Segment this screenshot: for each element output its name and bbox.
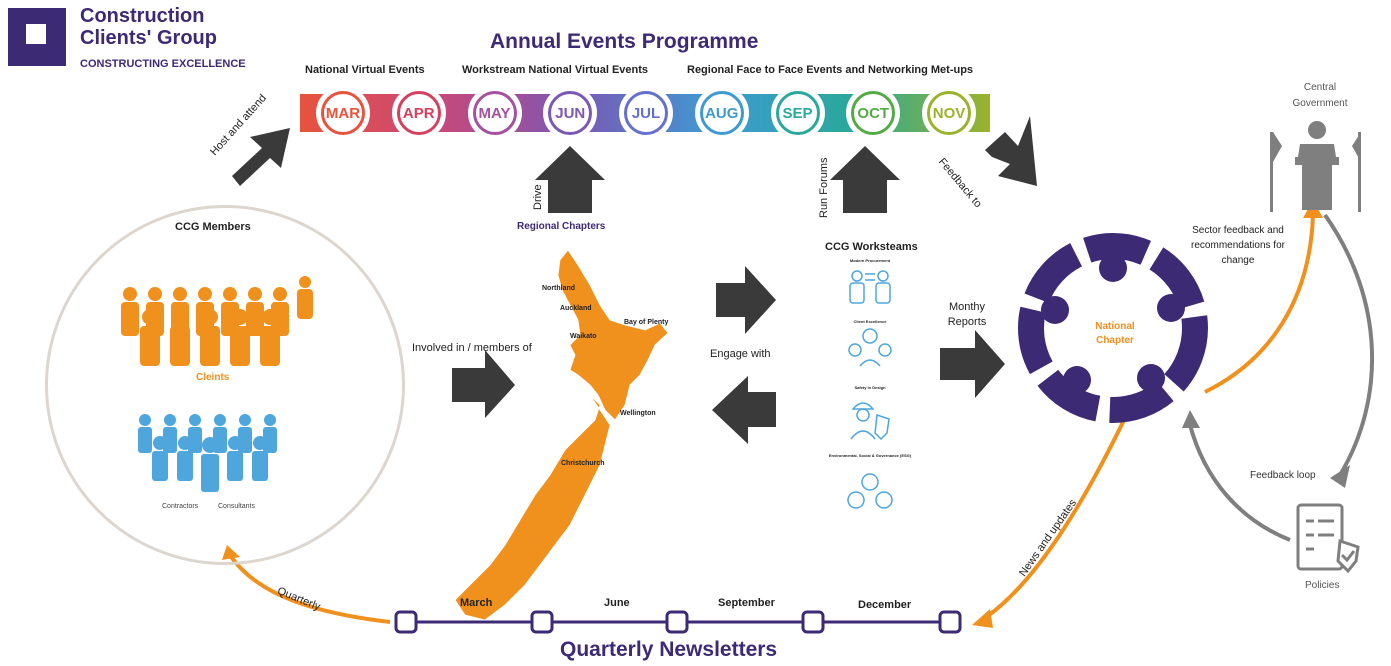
government-label: Central Government	[1292, 82, 1348, 109]
members-title: CCG Members	[175, 221, 251, 233]
month-may[interactable]: MAY	[467, 86, 522, 140]
logo-line1: Construction	[80, 5, 205, 27]
arrow-monthly	[940, 330, 1005, 398]
months-row: MAR APR MAY JUN JUL AUG SEP OCT NOV	[316, 86, 976, 140]
region-wellington: Wellington	[620, 410, 656, 417]
ws-esg: Environmental, Social & Governance (ESG)	[828, 453, 912, 458]
ws-client-excellence: Client Excellence	[853, 319, 887, 324]
region-bay-of-plenty: Bay of Plenty	[624, 319, 669, 326]
month-nov-label: NOV	[927, 91, 971, 135]
ws-modern-procurement: Modern Procurement	[849, 258, 891, 263]
policies-icon	[1296, 503, 1360, 574]
news-node-1	[394, 610, 418, 634]
arrowhead-loop	[1182, 410, 1200, 428]
news-node-2	[530, 610, 554, 634]
arrowhead-policies	[1330, 465, 1350, 488]
label-sector-feedback: Sector feedback and recommendations for …	[1191, 225, 1285, 266]
month-jun[interactable]: JUN	[543, 86, 598, 140]
arrow-run-forums	[830, 146, 900, 213]
quarter-september: September	[718, 597, 775, 609]
month-jun-label: JUN	[548, 91, 593, 135]
month-jul[interactable]: JUL	[619, 86, 673, 140]
news-node-4	[801, 610, 825, 634]
month-oct[interactable]: OCT	[846, 86, 901, 140]
label-run-forums: Run Forums	[818, 157, 830, 218]
national-chapter-icon	[1018, 233, 1208, 423]
segment-national-virtual: National Virtual Events	[305, 64, 425, 76]
newsletters-title: Quarterly Newsletters	[560, 638, 778, 661]
esg-icon	[847, 473, 893, 509]
label-monthly: Monthy Reports	[947, 301, 987, 328]
label-drive: Drive	[532, 184, 544, 210]
arc-feedback-loop	[1188, 424, 1291, 542]
quarter-march: March	[460, 597, 493, 609]
arrow-involved	[452, 350, 515, 418]
ws-safety-design: Safety in Design	[854, 385, 886, 390]
logo-line3: CONSTRUCTING EXCELLENCE	[80, 58, 246, 70]
segment-workstream-virtual: Workstream National Virtual Events	[462, 64, 649, 76]
arc-gov-policies	[1323, 213, 1375, 477]
arrow-engage-left	[712, 376, 776, 444]
arc-news	[983, 417, 1127, 620]
workstreams-title: CCG Worksteams	[825, 241, 918, 253]
month-may-label: MAY	[472, 91, 517, 135]
arrow-engage-right	[716, 266, 776, 334]
month-sep[interactable]: SEP	[770, 86, 825, 140]
government-icon	[1270, 121, 1361, 212]
arc-sector-feedback	[1204, 214, 1315, 394]
news-node-5	[938, 610, 962, 634]
month-apr-label: APR	[396, 91, 441, 135]
month-jul-label: JUL	[624, 91, 668, 135]
month-apr[interactable]: APR	[391, 86, 446, 140]
month-oct-label: OCT	[851, 91, 896, 135]
contractors-label: Contractors	[162, 503, 199, 510]
arrowhead-news	[972, 609, 993, 628]
clients-label: Cleints	[196, 372, 230, 383]
segment-regional-face: Regional Face to Face Events and Network…	[687, 64, 974, 76]
month-mar[interactable]: MAR	[316, 86, 370, 140]
region-northland: Northland	[542, 285, 576, 292]
label-feedback-loop: Feedback loop	[1250, 470, 1316, 481]
quarter-december: December	[858, 599, 912, 611]
month-mar-label: MAR	[321, 91, 365, 135]
news-node-3	[665, 610, 689, 634]
client-excellence-icon	[848, 328, 892, 367]
logo-icon	[8, 8, 66, 66]
logo-line2: Clients' Group	[80, 27, 217, 49]
region-auckland: Auckland	[560, 305, 592, 312]
policies-label: Policies	[1305, 580, 1340, 591]
month-nov[interactable]: NOV	[922, 86, 976, 140]
arrow-feedback	[985, 116, 1037, 186]
regional-title: Regional Chapters	[517, 221, 606, 232]
nz-map-icon	[454, 249, 669, 621]
label-involved: Involved in / members of	[412, 342, 532, 354]
month-aug[interactable]: AUG	[694, 86, 749, 140]
arc-quarterly	[228, 553, 391, 624]
label-engage: Engage with	[710, 348, 771, 360]
events-title: Annual Events Programme	[490, 30, 759, 53]
safety-design-icon	[850, 402, 890, 441]
region-christchurch: Christchurch	[561, 460, 605, 467]
members-circle	[45, 205, 405, 565]
arrow-drive	[535, 146, 605, 213]
consultants-label: Consultants	[218, 503, 255, 510]
quarter-june: June	[604, 597, 630, 609]
clients-people-icon	[121, 276, 313, 366]
procurement-icon	[849, 270, 891, 304]
month-sep-label: SEP	[775, 91, 820, 135]
contractors-people-icon	[138, 414, 277, 492]
national-chapter-label: National Chapter	[1095, 321, 1135, 346]
month-aug-label: AUG	[699, 91, 744, 135]
region-waikato: Waikato	[570, 333, 597, 340]
arrow-host	[232, 128, 290, 186]
